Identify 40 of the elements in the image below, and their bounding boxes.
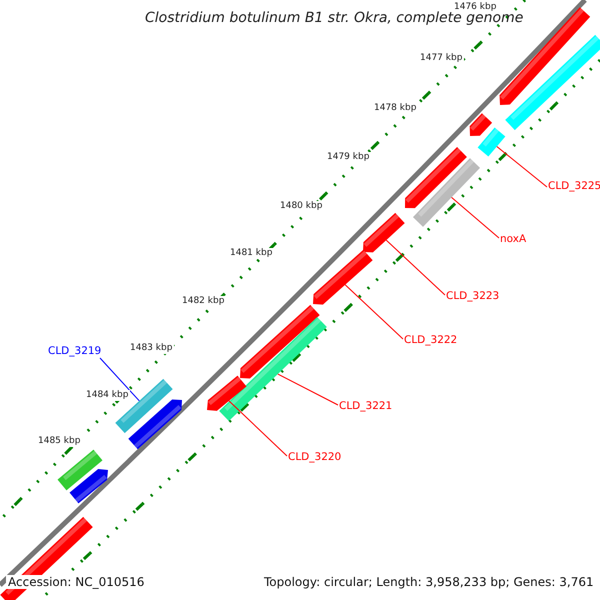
leader-line	[100, 358, 140, 402]
gene-block	[405, 147, 467, 208]
gene-label: noxA	[500, 234, 526, 244]
gene-bar	[58, 450, 102, 490]
accession-text: Accession: NC_010516	[6, 575, 146, 589]
leader-line	[228, 400, 288, 456]
gene-label: CLD_3221	[339, 401, 392, 412]
gene-block	[70, 469, 108, 504]
gene-block	[470, 113, 492, 136]
scale-label: 1480 kbp	[278, 201, 324, 212]
gene-label: CLD_3219	[48, 346, 102, 356]
gene-label: CLD_3225	[548, 181, 600, 192]
gene-bar	[505, 34, 600, 130]
gene-block	[207, 376, 246, 411]
gene-block	[363, 212, 405, 252]
leader-line	[277, 374, 338, 406]
scale-label: 1478 kbp	[372, 103, 418, 114]
gene-bar	[478, 127, 506, 157]
gene-label: CLD_3222	[404, 335, 458, 346]
scale-label: 1483 kbp	[128, 343, 174, 354]
gene-bar	[219, 316, 327, 422]
title: Clostridium botulinum B1 str. Okra, complete genome	[145, 11, 524, 25]
scale-label: 1485 kbp	[36, 436, 82, 447]
leader-line	[344, 284, 404, 340]
gene-block	[313, 250, 373, 305]
gene-label: CLD_3223	[446, 291, 500, 302]
leader-line	[496, 146, 548, 188]
genome-info-text: Topology: circular; Length: 3,958,233 bp; Genes: 3,761	[262, 575, 596, 589]
gene-block	[128, 399, 182, 450]
scale-label: 1484 kbp	[84, 390, 130, 401]
gene-block	[240, 304, 320, 378]
gene-bar	[412, 158, 480, 227]
scale-label: 1482 kbp	[180, 296, 226, 307]
scale-label: 1476 kbp	[452, 2, 498, 13]
leader-line	[386, 240, 446, 296]
leader-line	[451, 196, 500, 238]
gene-label: CLD_3220	[288, 452, 342, 462]
scale-label: 1479 kbp	[325, 152, 372, 163]
scale-label: 1477 kbp	[418, 53, 464, 64]
scale-label: 1481 kbp	[228, 248, 274, 259]
